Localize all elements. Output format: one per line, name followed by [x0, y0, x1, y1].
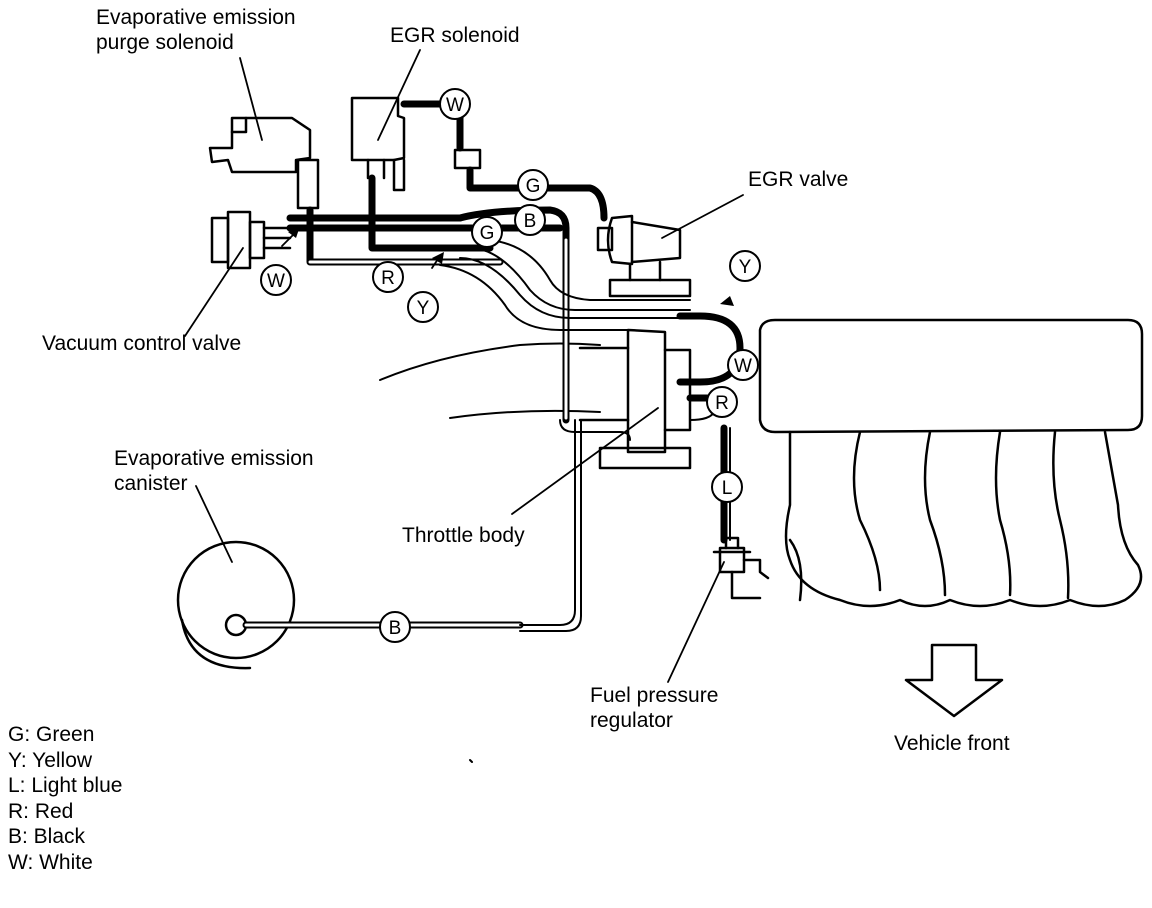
- svg-text:Y: Y: [739, 257, 752, 278]
- svg-text:R: R: [715, 393, 729, 414]
- label-vacuum-control-valve: Vacuum control valve: [42, 332, 242, 355]
- label-fuel-regulator-line1: Fuel pressure: [590, 684, 719, 707]
- svg-text:L: L: [722, 478, 733, 499]
- label-canister-line1: Evaporative emission: [114, 447, 314, 470]
- label-egr-solenoid: EGR solenoid: [390, 24, 520, 47]
- label-purge-solenoid-line2: purge solenoid: [96, 31, 234, 54]
- tag-b-top: B: [514, 204, 546, 236]
- purge-solenoid-shape: [208, 116, 320, 210]
- legend-item-green: G: Green: [8, 723, 95, 746]
- tag-w-right: W: [727, 349, 759, 381]
- egr-valve-shape: [596, 214, 682, 282]
- label-canister-line2: canister: [114, 472, 188, 495]
- svg-text:B: B: [524, 211, 537, 232]
- legend-item-white: W: White: [8, 850, 93, 874]
- canister-shape: [176, 540, 296, 670]
- legend-item-light-blue: L: Light blue: [8, 774, 123, 797]
- tag-y-left: Y: [407, 291, 439, 323]
- tag-r-right: R: [706, 386, 738, 418]
- leader-lines: [184, 49, 744, 683]
- tag-r-left: R: [372, 261, 404, 293]
- thin-hoses: [439, 239, 731, 632]
- label-throttle-body: Throttle body: [402, 524, 525, 547]
- throttle-body-shape: [578, 278, 692, 470]
- fuel-pressure-regulator-shape: [712, 536, 770, 600]
- tag-l-right: L: [711, 471, 743, 503]
- svg-text:W: W: [734, 356, 752, 377]
- color-legend: G: Green Y: Yellow L: Light blue R: Red …: [8, 722, 122, 875]
- svg-text:G: G: [526, 176, 541, 197]
- label-vehicle-front: Vehicle front: [894, 732, 1010, 755]
- svg-text:W: W: [267, 271, 285, 292]
- label-purge-solenoid-line1: Evaporative emission: [96, 6, 296, 29]
- label-egr-valve: EGR valve: [748, 168, 849, 191]
- tag-y-right: Y: [729, 250, 761, 282]
- svg-text:R: R: [381, 268, 395, 289]
- label-fuel-regulator-line2: regulator: [590, 709, 673, 732]
- arrowheads: [288, 226, 734, 306]
- tag-w-left: W: [260, 264, 292, 296]
- svg-text:Y: Y: [417, 298, 430, 319]
- vacuum-control-valve-shape: [210, 210, 292, 270]
- vehicle-front-arrow: [904, 643, 1004, 718]
- svg-text:G: G: [480, 223, 495, 244]
- tag-b-bottom: B: [379, 611, 411, 643]
- engine-contour: [379, 342, 601, 763]
- tag-w-top: W: [439, 88, 471, 120]
- svg-text:W: W: [446, 95, 464, 116]
- svg-text:B: B: [389, 618, 402, 639]
- egr-solenoid-shape: [350, 96, 482, 192]
- legend-item-red: R: Red: [8, 799, 74, 823]
- intake-manifold: [758, 318, 1144, 608]
- legend-item-yellow: Y: Yellow: [8, 748, 93, 772]
- hose-color-tags: W G B G W R Y Y W R L B: [260, 88, 761, 643]
- tag-g-top: G: [517, 169, 549, 201]
- tag-g-mid: G: [471, 216, 503, 248]
- legend-item-black: B: Black: [8, 825, 86, 848]
